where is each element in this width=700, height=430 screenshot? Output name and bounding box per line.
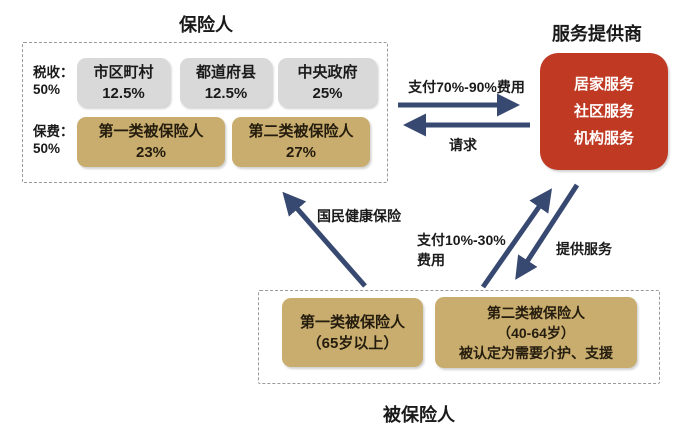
- provider-title: 服务提供商: [552, 24, 642, 44]
- provider-service-home: 居家服务: [573, 76, 634, 93]
- insured-title: 被保险人: [383, 405, 455, 425]
- insured-group-box: [258, 290, 660, 384]
- tax-node-prefecture-name: 都道府县: [195, 63, 256, 81]
- premium-share-label-value: 50%: [33, 141, 61, 156]
- premium-node-category1: 第一类被保险人 23%: [77, 117, 225, 167]
- tax-node-central-gov: 中央政府 25%: [278, 58, 377, 107]
- premium-node-category2-value: 27%: [285, 144, 317, 161]
- provider-service-community: 社区服务: [573, 103, 634, 120]
- tax-node-prefecture: 都道府县 12.5%: [180, 58, 272, 107]
- insured-category1-line2: （65岁以上）: [306, 334, 399, 352]
- tax-share-label-value: 50%: [33, 82, 61, 97]
- provide-service-label: 提供服务: [556, 241, 612, 257]
- insured-node-category1: 第一类被保险人 （65岁以上）: [282, 298, 423, 367]
- tax-node-prefecture-value: 12.5%: [204, 84, 248, 102]
- tax-node-central-gov-value: 25%: [312, 84, 343, 102]
- insured-category2-line2: （40-64岁）: [497, 324, 575, 341]
- insured-category2-line3: 被认定为需要介护、支援: [459, 344, 613, 361]
- tax-share-label: 税收： 50%: [33, 64, 74, 98]
- insured-category2-line1: 第二类被保险人: [487, 304, 585, 321]
- premium-node-category2-name: 第二类被保险人: [248, 123, 354, 140]
- insured-category1-line1: 第一类被保险人: [299, 313, 405, 331]
- premium-share-label-text: 保费：: [33, 124, 74, 139]
- tax-node-municipal-value: 12.5%: [102, 84, 145, 102]
- national-health-insurance-label: 国民健康保险: [317, 208, 401, 224]
- arrow-provide-service: [515, 183, 580, 280]
- tax-node-municipal: 市区町村 12.5%: [77, 58, 170, 107]
- request-label: 请求: [449, 137, 477, 153]
- pay-10-30-label: 支付10%-30% 费用: [417, 230, 506, 270]
- tax-node-municipal-name: 市区町村: [93, 63, 154, 81]
- insured-node-category2: 第二类被保险人 （40-64岁） 被认定为需要介护、支援: [435, 297, 637, 368]
- tax-node-central-gov-name: 中央政府: [297, 63, 358, 81]
- premium-node-category1-name: 第一类被保险人: [98, 123, 204, 140]
- pay-70-90-label: 支付70%-90%费用: [408, 79, 525, 95]
- premium-node-category2: 第二类被保险人 27%: [232, 117, 370, 167]
- insurer-title: 保险人: [179, 15, 233, 35]
- provider-service-institution: 机构服务: [573, 130, 634, 147]
- premium-node-category1-value: 23%: [135, 144, 167, 161]
- insurer-group-box: [22, 42, 388, 183]
- premium-share-label: 保费： 50%: [33, 123, 74, 157]
- provider-node: 居家服务 社区服务 机构服务: [540, 53, 668, 170]
- pay-10-30-label-line2: 费用: [417, 252, 445, 268]
- tax-share-label-text: 税收：: [33, 65, 74, 80]
- pay-10-30-label-line1: 支付10%-30%: [417, 232, 506, 248]
